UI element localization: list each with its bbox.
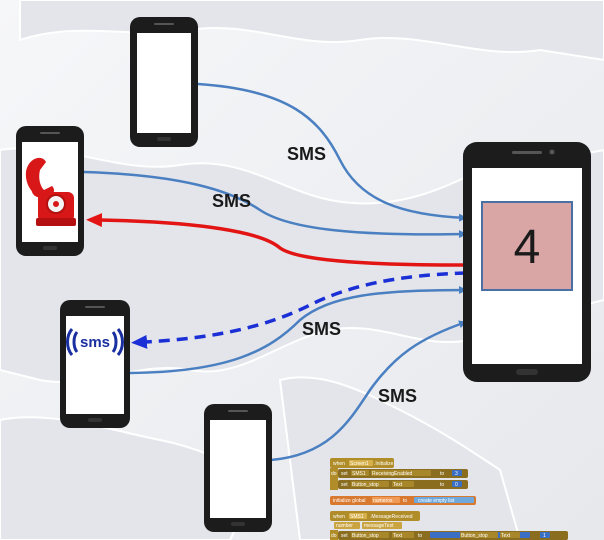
block1-set2-comp: Button_stop [352,482,379,488]
sms-logo-text: sms [80,334,110,351]
sms-label-4: SMS [378,386,417,406]
block1-set1-comp: SMS1 [352,471,366,477]
sms-logo-icon: sms [66,328,124,356]
arrow-counter-to-sms-phone [131,271,467,349]
arrow-red-phone-to-counter [83,170,467,239]
block1-set2: set [341,482,348,488]
phone-bottom [204,404,272,532]
block3-component: SMS1 [350,514,364,520]
block1-do: do [331,471,337,477]
block1-to1: to [440,471,444,477]
arrow-counter-to-red-phone [86,213,467,267]
sms-label-3: SMS [302,319,341,339]
red-telephone-icon [25,157,76,226]
block1-set1-prop: ReceivingEnabled [372,471,413,477]
block3-comp2: Button_stop [461,533,488,539]
block3-comp: Button_stop [352,533,379,539]
block3-param2: messageText [364,523,394,529]
block2-init: initialize global [333,498,366,504]
phone-sms-sender: sms [60,300,130,428]
code-blocks: when Screen1 .Initialize do set SMS1 Rec… [330,458,568,540]
phone-receiver: 4 [463,142,591,382]
block2-create: create empty list [418,498,455,504]
block1-set2-prop: Text [393,482,403,488]
block3-val: 1 [543,533,546,539]
block3-to: to [418,533,422,539]
block3-param1: number [336,523,353,529]
counter-value: 4 [514,221,541,274]
block1-event: .Initialize [374,461,394,467]
block3-prop2: Text [501,533,511,539]
sms-label-1: SMS [287,144,326,164]
block1-set1: set [341,471,348,477]
sms-label-2: SMS [212,191,251,211]
phone-top [130,17,198,147]
block3-do: do [331,533,337,539]
arrow-bottom-phone-to-counter [270,320,467,462]
block3-event: .MessageReceived [370,514,413,520]
block1-val2: 0 [455,482,458,488]
phone-caller [16,126,84,256]
block1-component: Screen1 [350,461,369,467]
arrow-top-phone-to-counter [197,82,467,222]
block3-set: set [341,533,348,539]
block2-name: numeros [373,498,393,504]
block1-to2: to [440,482,444,488]
block1-when: when [333,461,345,467]
counter-box [481,201,573,291]
arrow-sms-phone-to-counter [129,286,467,375]
block1-val1: 3 [455,471,458,477]
block3-when: when [333,514,345,520]
block2-to: to [403,498,407,504]
block3-prop: Text [393,533,403,539]
